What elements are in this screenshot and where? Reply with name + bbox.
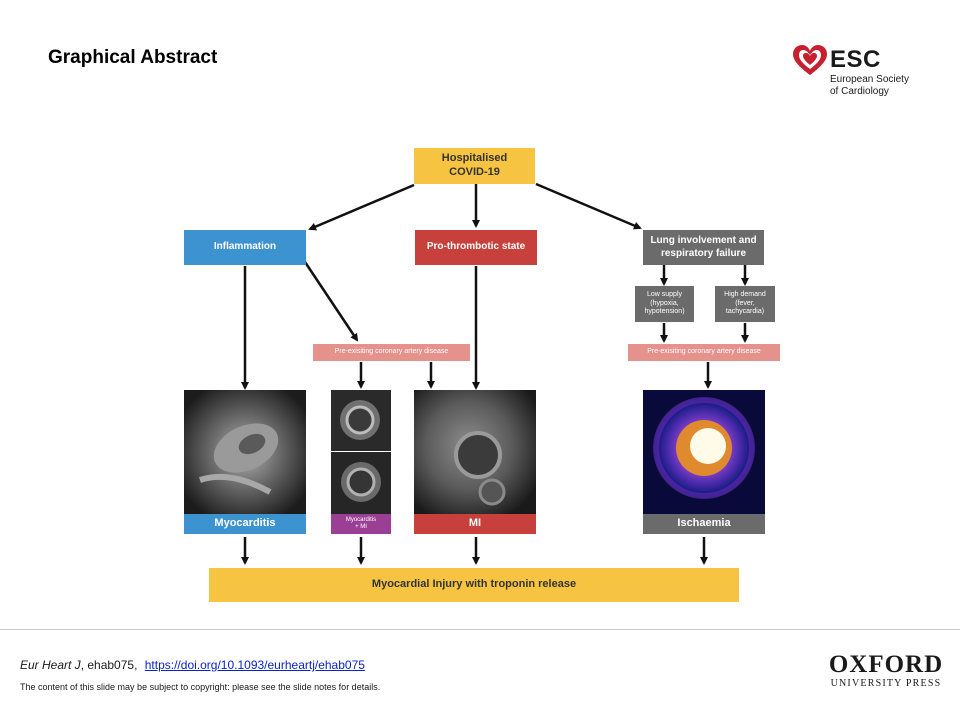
mri-myocarditis-mi-image-top — [331, 390, 391, 451]
box-lung-line1: Lung involvement and — [650, 235, 757, 246]
oup-logo: OXFORD UNIVERSITY PRESS — [826, 651, 946, 690]
box-high-demand-line3: tachycardia) — [725, 308, 765, 316]
citation: Eur Heart J, ehab075, https://doi.org/10… — [20, 658, 365, 672]
esc-logo: ESC European Society of Cardiology — [792, 44, 932, 100]
doi-link[interactable]: https://doi.org/10.1093/eurheartj/ehab07… — [144, 658, 365, 672]
citation-journal: Eur Heart J — [20, 658, 81, 672]
box-low-supply-line1: Low supply — [646, 290, 683, 298]
footer-divider — [0, 629, 960, 630]
esc-wordmark: ESC — [830, 46, 881, 73]
box-hospitalised-covid: Hospitalised COVID-19 — [414, 148, 535, 184]
oup-logo-sub: UNIVERSITY PRESS — [830, 678, 942, 689]
box-preexisting-cad-left: Pre-exisiting coronary artery disease — [313, 344, 470, 361]
esc-heart-icon — [793, 45, 827, 75]
box-low-supply-line2: (hypoxia, — [650, 299, 679, 307]
arrow-root-lung — [535, 182, 642, 230]
esc-subtitle: European Society of Cardiology — [830, 74, 909, 98]
box-hospitalised-covid-line1: Hospitalised — [441, 152, 508, 165]
box-low-supply: Low supply (hypoxia, hypotension) — [635, 286, 694, 322]
box-low-supply-line3: hypotension) — [644, 308, 685, 316]
box-mi: MI — [414, 514, 536, 534]
box-myocarditis-mi-line1: Myocarditis — [345, 516, 377, 523]
box-high-demand-line1: High demand — [724, 290, 766, 298]
box-myocarditis-mi-line2: + MI — [355, 524, 367, 530]
box-lung-involvement: Lung involvement and respiratory failure — [643, 230, 764, 265]
box-lung-line2: respiratory failure — [660, 247, 747, 259]
box-myocarditis-mi: Myocarditis + MI — [331, 514, 391, 534]
box-myocardial-injury: Myocardial Injury with troponin release — [209, 568, 739, 602]
esc-subtitle-line1: European Society — [830, 74, 909, 85]
mri-ischaemia-image — [643, 390, 765, 514]
mri-myocarditis-mi-image-bottom — [331, 452, 391, 514]
box-prothrombotic-state: Pro-thrombotic state — [415, 230, 537, 265]
box-ischaemia: Ischaemia — [643, 514, 765, 534]
mri-mi-image — [414, 390, 536, 514]
slide-title: Graphical Abstract — [48, 47, 218, 68]
box-high-demand: High demand (fever, tachycardia) — [715, 286, 775, 322]
citation-article: , ehab075, — [80, 658, 138, 672]
esc-subtitle-line2: of Cardiology — [830, 86, 889, 97]
arrow-root-inflammation — [308, 183, 415, 231]
arrow-inflammation-precad — [303, 261, 359, 342]
mri-myocarditis-image — [184, 390, 306, 514]
copyright-notice: The content of this slide may be subject… — [20, 682, 381, 692]
box-inflammation: Inflammation — [184, 230, 306, 265]
box-high-demand-line2: (fever, — [735, 299, 755, 307]
box-myocarditis: Myocarditis — [184, 514, 306, 534]
box-preexisting-cad-right: Pre-exisiting coronary artery disease — [628, 344, 780, 361]
box-hospitalised-covid-line2: COVID-19 — [449, 166, 500, 178]
oup-logo-main: OXFORD — [828, 651, 944, 678]
